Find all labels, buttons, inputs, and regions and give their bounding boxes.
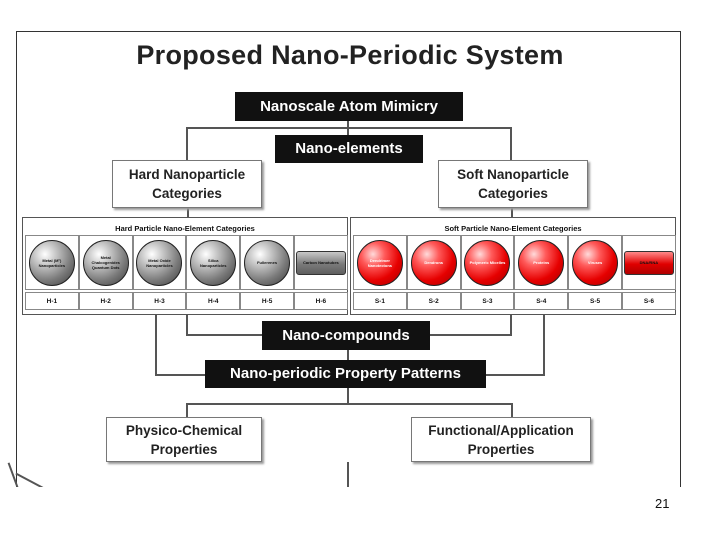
hard-element-cell: Fullerenes [240,235,294,290]
soft-sphere-icon: Proteins [518,239,565,286]
soft-sphere-icon: Polymeric Micelles [464,239,511,286]
soft-element-cell: DNA/RNA [622,235,676,290]
soft-element-code: S-4 [514,292,569,310]
hard-element-cell: Metal Chalcogenides Quantum Dots [78,235,133,290]
nano-elements-box: Nano-elements [275,135,423,163]
soft-sphere-icon: Dendrons [410,239,457,286]
hard-element-code: H-5 [240,292,294,310]
soft-element-label: Viruses [587,260,603,265]
soft-element-label: DNA/RNA [639,260,659,265]
soft-sphere-icon: Dendrimer Nanotectons [356,239,403,286]
hard-element-label: Silica Nanoparticles [200,257,227,268]
page-title: Proposed Nano-Periodic System [136,40,564,70]
hard-panel: Hard Particle Nano-Element Categories Me… [22,217,348,315]
hard-element-label: Metal (M°) Nanoparticles [38,257,66,268]
physico-chemical-box: Physico-Chemical Properties [106,417,262,462]
hard-rod-icon: Carbon Nanotubes [295,250,346,275]
hard-sphere-icon: Metal (M°) Nanoparticles [28,239,75,286]
hard-element-label: Metal Oxide Nanoparticles [146,257,173,268]
hard-sphere-icon: Fullerenes [244,239,291,286]
soft-element-code: S-3 [460,292,515,310]
nano-compounds-box: Nano-compounds [262,321,430,350]
hard-element-label: Metal Chalcogenides Quantum Dots [91,255,120,270]
physico-chemical-label: Physico-Chemical Properties [125,422,243,457]
hard-element-cell: Metal (M°) Nanoparticles [25,235,79,290]
bottom-margin [10,487,710,540]
functional-label: Functional/Application Properties [428,422,574,457]
hard-element-cell: Carbon Nanotubes [294,235,348,290]
hard-element-code: H-2 [78,292,133,310]
soft-element-label: Polymeric Micelles [469,260,506,265]
soft-element-code: S-6 [622,292,676,310]
soft-element-code: S-1 [353,292,407,310]
hard-panel-title: Hard Particle Nano-Element Categories [115,224,255,233]
hard-element-code: H-1 [25,292,79,310]
soft-element-label: Proteins [533,260,550,265]
hard-categories-box: Hard Nanoparticle Categories [112,160,262,208]
soft-panel-title: Soft Particle Nano-Element Categories [444,224,582,233]
hard-sphere-icon: Silica Nanoparticles [190,239,237,286]
hard-element-label: Fullerenes [257,260,278,265]
soft-categories-box: Soft Nanoparticle Categories [438,160,588,208]
functional-box: Functional/Application Properties [411,417,591,462]
soft-element-label: Dendrons [424,260,444,265]
hard-sphere-icon: Metal Oxide Nanoparticles [136,239,183,286]
hard-element-label: Carbon Nanotubes [303,260,339,265]
mimicry-box: Nanoscale Atom Mimicry [235,92,463,121]
page-number: 21 [655,496,670,511]
hard-categories-label: Hard Nanoparticle Categories [128,167,246,201]
soft-rod-icon: DNA/RNA [623,250,674,275]
soft-categories-label: Soft Nanoparticle Categories [457,167,569,201]
soft-element-cell: Viruses [568,235,622,290]
soft-element-cell: Polymeric Micelles [460,235,515,290]
soft-sphere-icon: Viruses [572,239,619,286]
property-patterns-box: Nano-periodic Property Patterns [205,360,486,388]
soft-element-cell: Proteins [514,235,569,290]
hard-sphere-icon: Metal Chalcogenides Quantum Dots [82,239,129,286]
soft-element-cell: Dendrons [406,235,461,290]
hard-element-code: H-4 [186,292,241,310]
soft-element-cell: Dendrimer Nanotectons [353,235,407,290]
soft-element-label: Dendrimer Nanotectons [367,257,392,268]
soft-panel: Soft Particle Nano-Element Categories De… [350,217,676,315]
hard-element-code: H-3 [132,292,187,310]
hard-element-code: H-6 [294,292,348,310]
soft-element-code: S-5 [568,292,622,310]
soft-element-code: S-2 [406,292,461,310]
hard-element-cell: Silica Nanoparticles [186,235,241,290]
hard-element-cell: Metal Oxide Nanoparticles [132,235,187,290]
